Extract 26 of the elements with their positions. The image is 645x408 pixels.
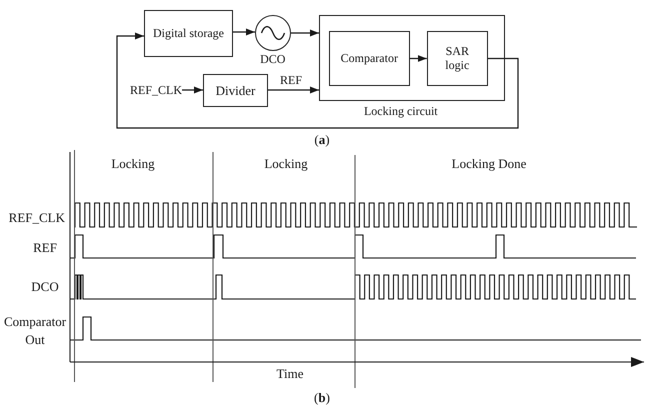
subfigure-label: (a) <box>314 132 330 148</box>
block-label: Locking circuit <box>364 104 438 118</box>
block-label: SAR logic <box>444 44 470 73</box>
block-label: Digital storage <box>153 26 224 41</box>
block-label: Divider <box>216 82 256 98</box>
block-label: DCO <box>260 52 286 66</box>
signal-label: DCO <box>31 279 59 295</box>
signal-label: REF_CLK <box>8 210 65 226</box>
phase-label: Locking <box>111 156 155 172</box>
signal-label: REF <box>33 240 57 256</box>
arrow <box>291 30 319 36</box>
function-block <box>328 30 410 86</box>
function-block <box>203 74 268 107</box>
signal-label: REF_CLK <box>130 82 182 98</box>
phase-label: Locking Done <box>452 156 526 172</box>
function-block <box>426 30 488 86</box>
arrow <box>268 86 319 94</box>
arrow <box>233 28 255 36</box>
signal-label: Comparator Out <box>2 313 68 349</box>
subfigure-label: (b) <box>314 390 330 406</box>
arrow <box>410 55 427 62</box>
function-block <box>144 10 233 57</box>
axis-label: Time <box>276 366 304 382</box>
arrow <box>182 86 203 94</box>
block-label: Comparator <box>340 51 398 66</box>
phase-label: Locking <box>264 156 308 172</box>
